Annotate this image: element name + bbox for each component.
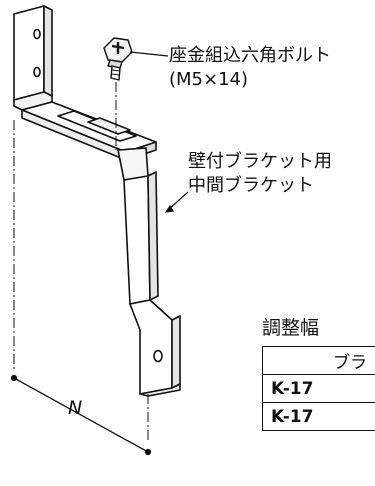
dimension-label: N	[68, 397, 83, 419]
dimension-n	[10, 374, 152, 456]
wall-bracket	[13, 5, 53, 111]
table-cell: K-17	[262, 402, 375, 431]
bolt-label-size: (M5×14)	[169, 69, 249, 90]
adjustment-table-wrap: ブラ K-17 K-17	[262, 346, 375, 431]
bracket-label: 壁付ブラケット用 中間ブラケット	[188, 150, 332, 198]
intermediate-bracket	[117, 147, 181, 397]
bolt-label-name: 座金組込六角ボルト	[169, 45, 331, 66]
table-header-row: ブラ	[262, 346, 375, 375]
hex-bolt-icon	[103, 37, 133, 81]
table-header-cell: ブラ	[262, 346, 375, 375]
adjustment-title: 調整幅	[262, 317, 320, 339]
bolt-label: 座金組込六角ボルト (M5×14)	[169, 44, 331, 92]
leader-lines	[129, 51, 189, 213]
table-row: K-17	[262, 374, 375, 403]
adjustment-table: ブラ K-17 K-17	[262, 346, 375, 431]
table-row: K-17	[262, 402, 375, 431]
bracket-label-line1: 壁付ブラケット用	[188, 151, 332, 172]
bracket-label-line2: 中間ブラケット	[188, 175, 314, 196]
center-lines	[13, 82, 149, 440]
table-cell: K-17	[262, 374, 375, 403]
